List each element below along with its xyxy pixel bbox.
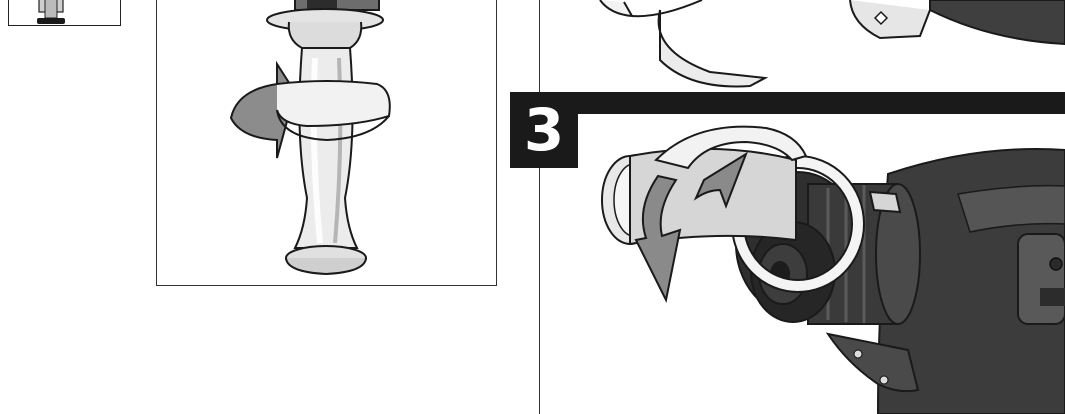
step-number: 3 xyxy=(510,92,578,168)
side-handle-illustration xyxy=(157,0,498,286)
page-divider xyxy=(539,0,540,414)
handle-panel xyxy=(156,0,497,286)
collar-rotation-arrow-icon xyxy=(596,120,846,310)
thumbnail-handle-icon xyxy=(9,0,122,26)
step-header-bar xyxy=(510,92,1065,114)
upper-rotation-arrow-icon xyxy=(590,0,1065,92)
thumbnail-frame xyxy=(8,0,121,26)
